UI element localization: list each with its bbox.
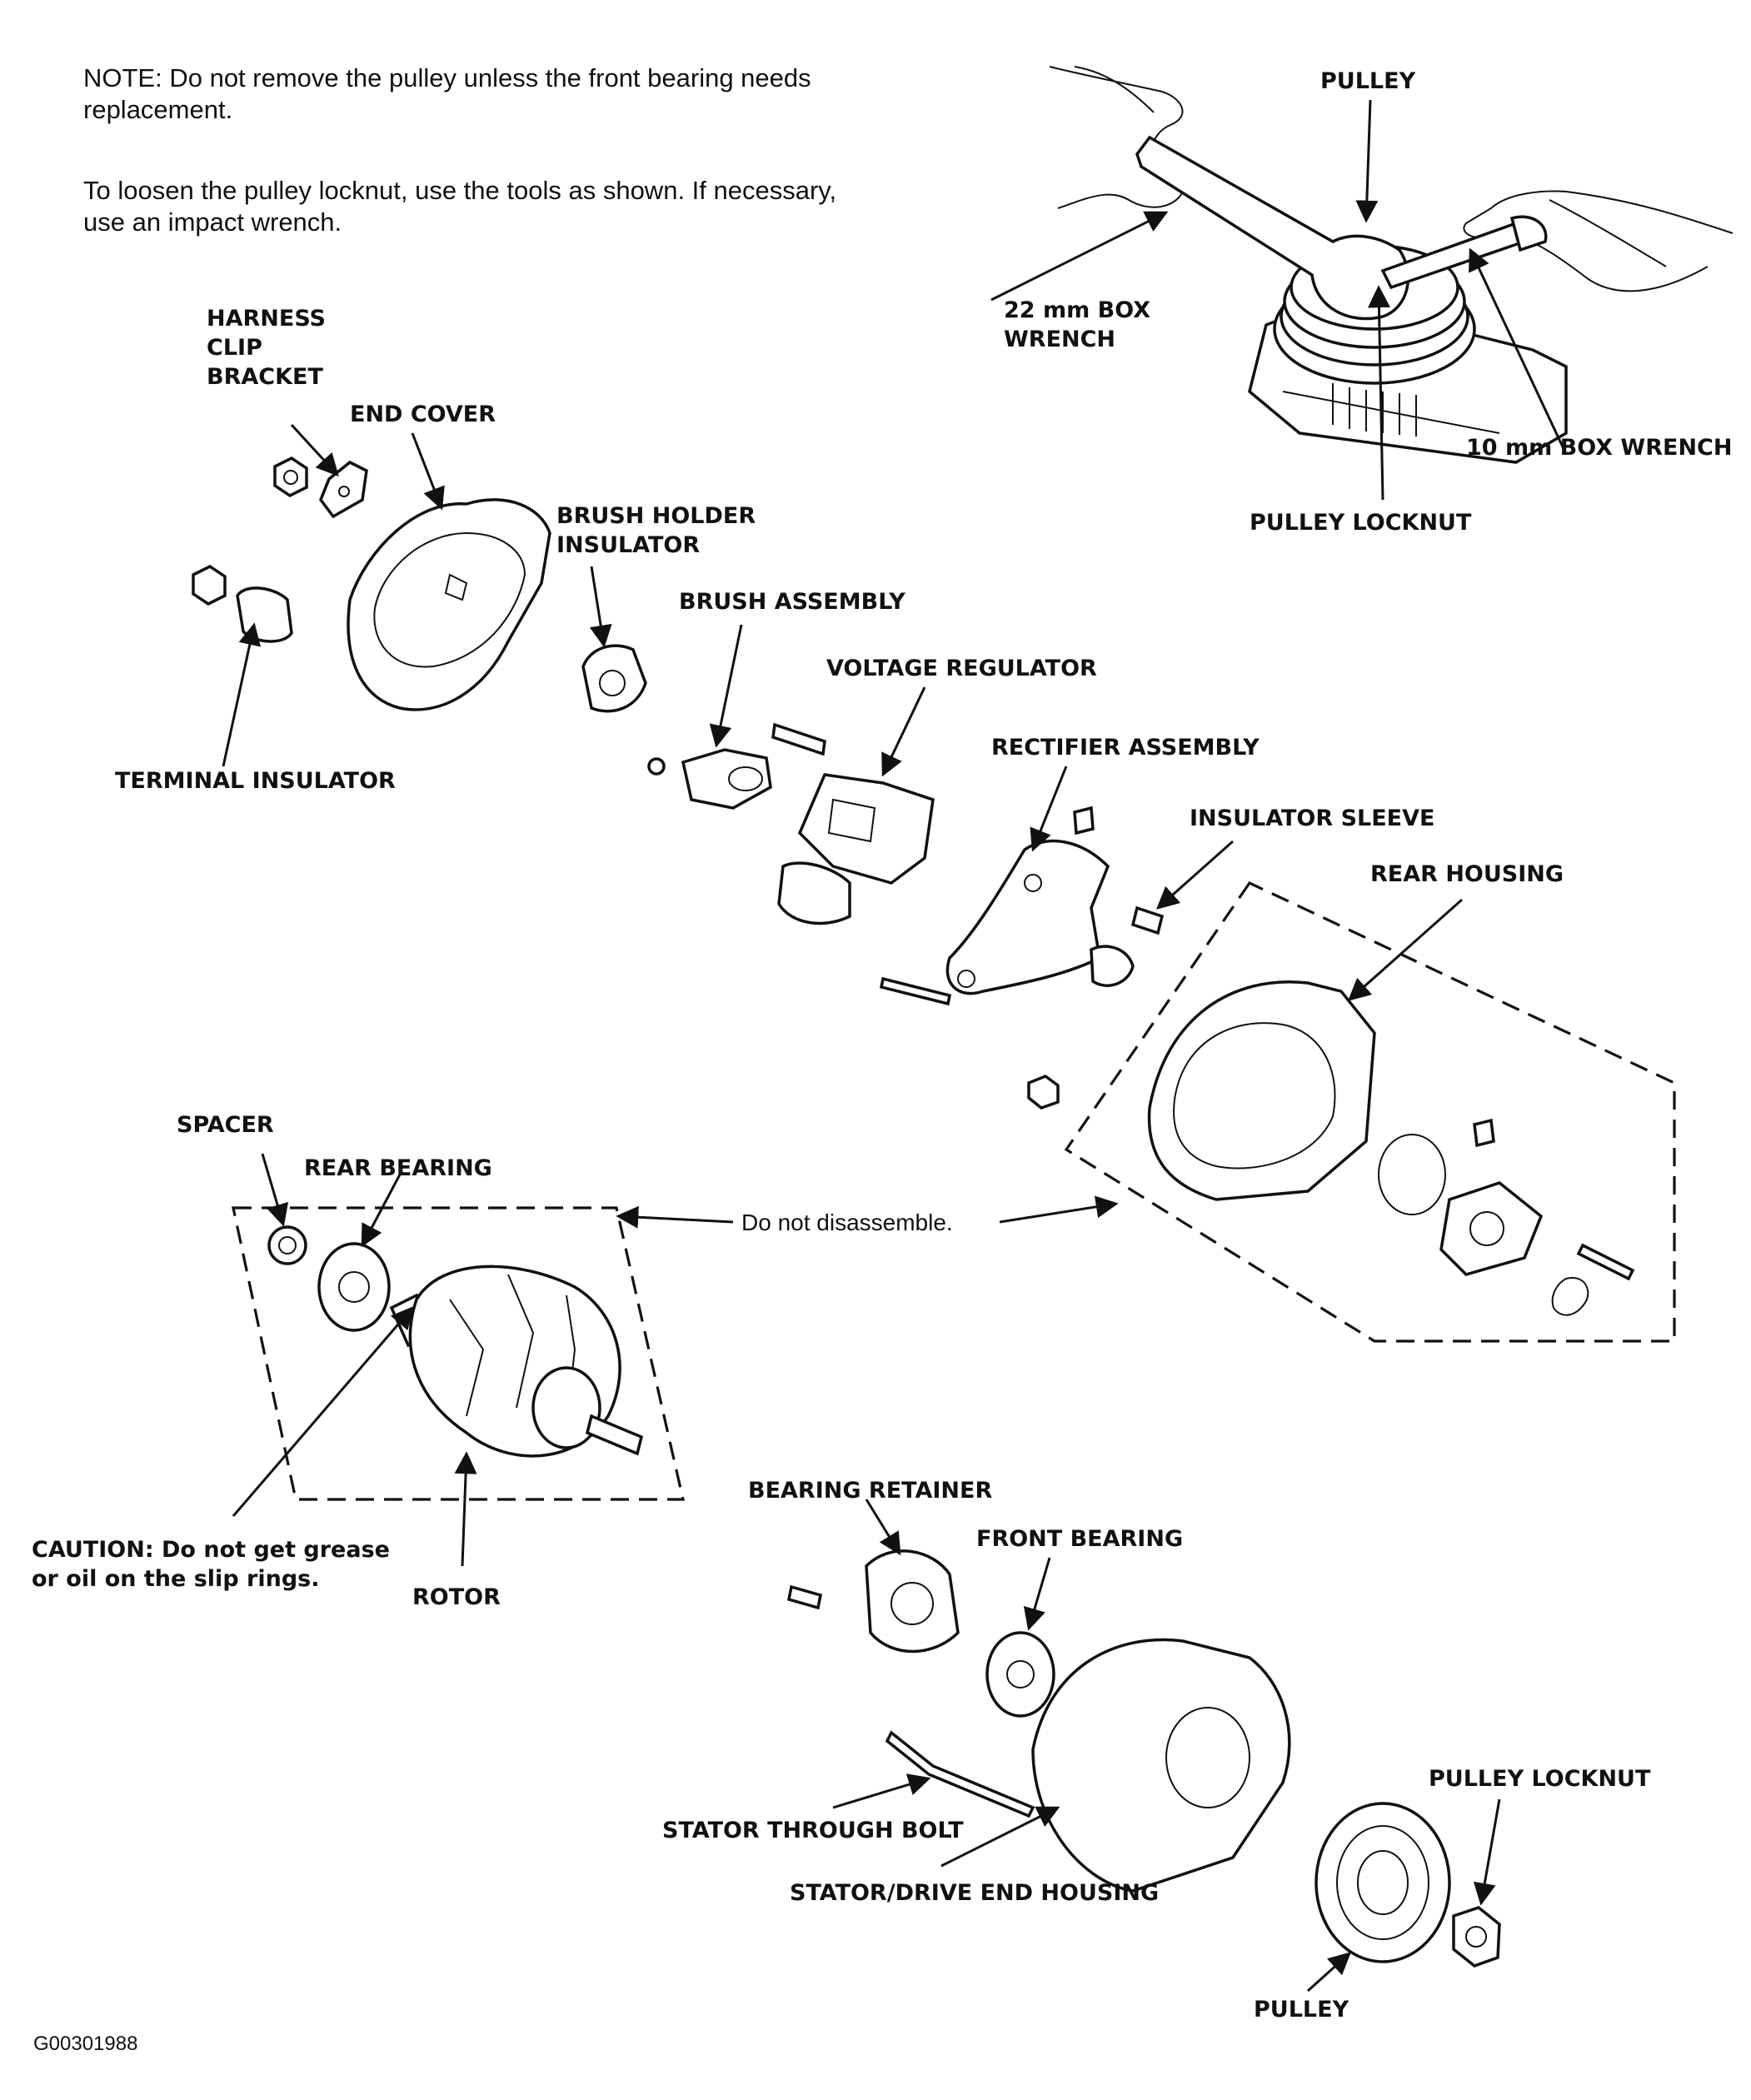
label-terminal-insulator: TERMINAL INSULATOR	[115, 768, 396, 794]
label-spacer: SPACER	[177, 1112, 274, 1138]
label-rear-bearing: REAR BEARING	[304, 1155, 492, 1181]
label-rear-housing: REAR HOUSING	[1370, 861, 1564, 887]
figure-code: G00301988	[33, 2033, 138, 2055]
end-cover-parts	[192, 456, 551, 711]
label-front-bearing: FRONT BEARING	[976, 1526, 1184, 1552]
note-loosen-locknut: To loosen the pulley locknut, use the to…	[83, 176, 837, 237]
label-bearing-retainer: BEARING RETAINER	[748, 1478, 993, 1504]
rectifier-parts	[879, 806, 1165, 1110]
label-rotor: ROTOR	[412, 1584, 501, 1610]
label-pulley-locknut: PULLEY LOCKNUT	[1429, 1766, 1651, 1792]
label-22mm-box-wrench: 22 mm BOX WRENCH	[1004, 297, 1151, 352]
label-pulley-top: PULLEY	[1320, 68, 1416, 94]
brush-regulator-parts	[581, 644, 935, 925]
label-stator-through-bolt: STATOR THROUGH BOLT	[662, 1818, 964, 1843]
label-stator-drive-end-housing: STATOR/DRIVE END HOUSING	[790, 1880, 1160, 1906]
label-do-not-disassemble: Do not disassemble.	[741, 1210, 953, 1235]
label-brush-assembly: BRUSH ASSEMBLY	[679, 589, 905, 615]
pulley-removal-illustration	[1049, 66, 1734, 464]
label-brush-holder-insulator: BRUSH HOLDER INSULATOR	[556, 503, 756, 558]
leader-lines	[222, 99, 1568, 1993]
rotor-parts	[232, 1206, 686, 1501]
label-voltage-regulator: VOLTAGE REGULATOR	[826, 656, 1097, 681]
note-pulley-removal: NOTE: Do not remove the pulley unless th…	[83, 63, 811, 124]
label-insulator-sleeve: INSULATOR SLEEVE	[1190, 806, 1435, 831]
label-pulley-locknut-top: PULLEY LOCKNUT	[1250, 510, 1472, 536]
rear-housing-parts	[1064, 880, 1676, 1343]
label-harness-clip-bracket: HARNESS CLIP BRACKET	[207, 306, 327, 390]
label-pulley: PULLEY	[1254, 1997, 1349, 2023]
label-10mm-box-wrench: 10 mm BOX WRENCH	[1466, 435, 1733, 461]
front-assembly-parts	[786, 1549, 1501, 1968]
label-rectifier-assembly: RECTIFIER ASSEMBLY	[991, 735, 1260, 761]
label-end-cover: END COVER	[350, 402, 496, 427]
label-caution-slip-rings: CAUTION: Do not get grease or oil on the…	[32, 1537, 390, 1592]
